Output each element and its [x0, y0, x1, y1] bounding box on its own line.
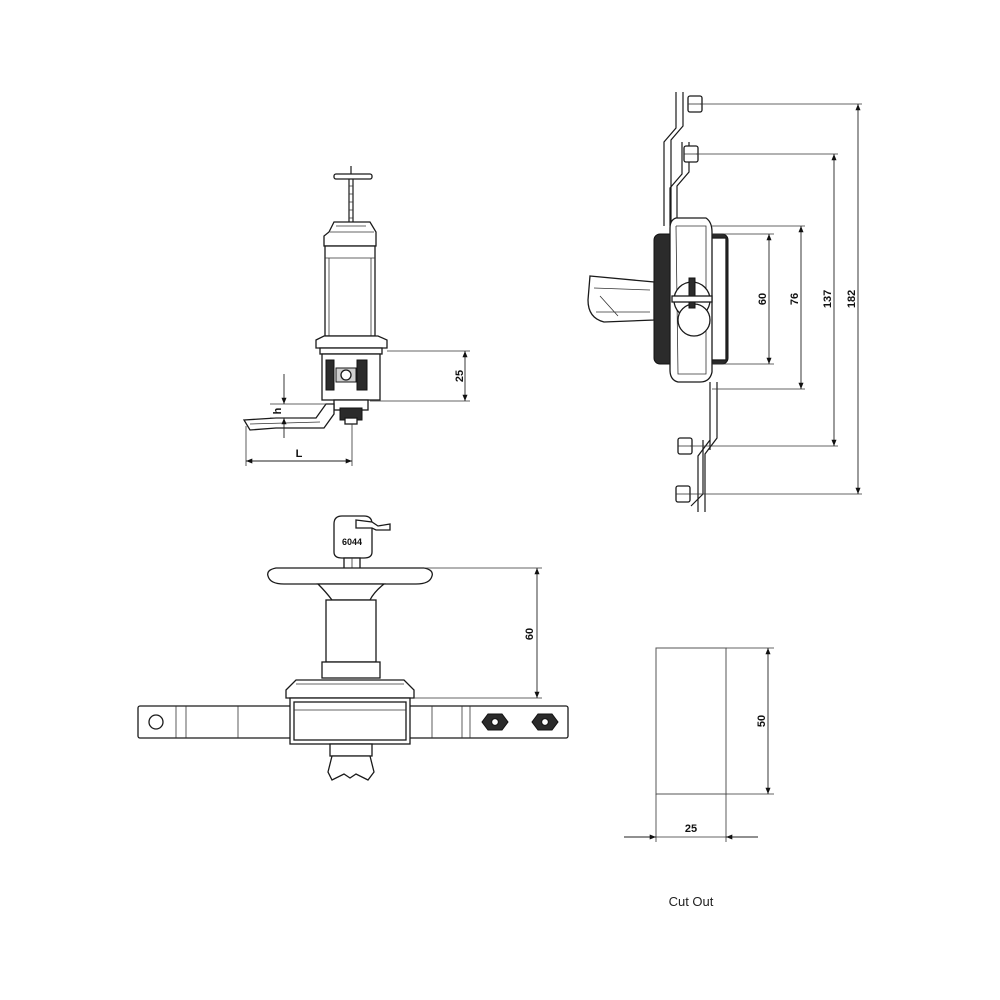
- cutout-caption: Cut Out: [669, 894, 714, 909]
- dim-handle-60: 60: [524, 628, 536, 640]
- cutout-rectangle: [655, 647, 727, 795]
- key-number: 6044: [342, 537, 362, 547]
- side-view: [242, 166, 388, 431]
- cutout-view: 50 25 Cut Out: [624, 647, 774, 909]
- dim-cutout-25: 25: [685, 823, 697, 835]
- dim-front-60: 60: [757, 293, 769, 305]
- dim-side-h: h: [272, 407, 284, 414]
- side-view-dimensions: 25 h L: [245, 350, 470, 466]
- dim-side-L: L: [296, 448, 303, 460]
- dim-front-182: 182: [846, 290, 858, 308]
- front-view: [587, 92, 729, 512]
- handle-view-dimensions: 60: [414, 567, 542, 699]
- dim-front-76: 76: [789, 293, 801, 305]
- front-view-dimensions: 60 76 137 182: [690, 103, 862, 495]
- dim-cutout-50: 50: [756, 715, 768, 727]
- dim-side-25: 25: [454, 370, 466, 382]
- dim-front-137: 137: [822, 290, 834, 308]
- handle-view: 6044: [137, 515, 569, 781]
